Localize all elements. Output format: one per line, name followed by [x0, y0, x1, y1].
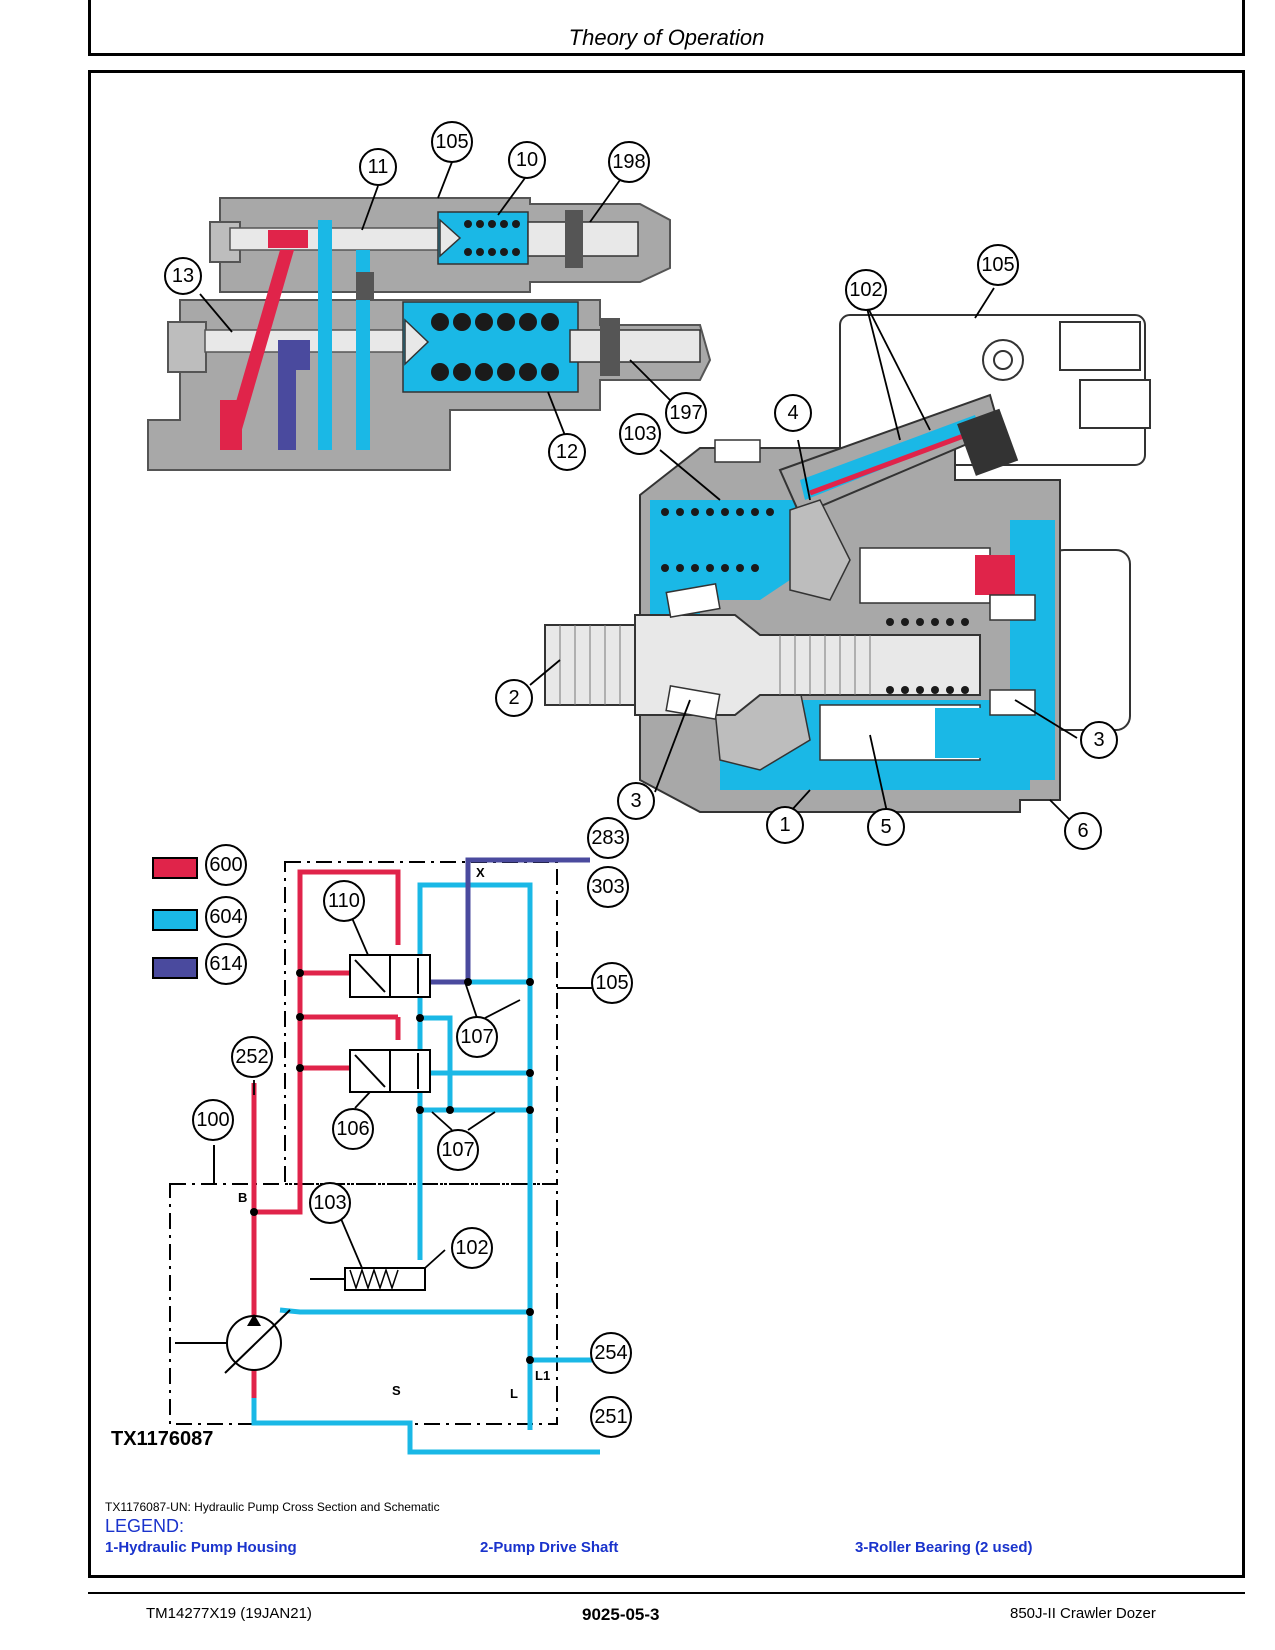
svg-text:11: 11: [368, 156, 389, 178]
callout-103b: 103: [309, 1182, 351, 1224]
legend-item-2: 2-Pump Drive Shaft: [480, 1539, 619, 1556]
callout-1: 1: [766, 806, 804, 844]
svg-text:2: 2: [508, 687, 519, 709]
callout-10: 10: [508, 141, 546, 179]
callout-110: 110: [323, 880, 365, 922]
callout-197: 197: [665, 392, 707, 434]
control-valve-section: [147, 197, 712, 471]
callout-105c: 105: [591, 962, 633, 1004]
port-x: X: [476, 865, 485, 880]
svg-text:604: 604: [209, 906, 242, 928]
callout-614: 614: [205, 943, 247, 985]
callout-3b: 3: [617, 782, 655, 820]
legend-swatch-pressure: [152, 857, 198, 879]
callout-107b: 107: [437, 1129, 479, 1171]
callout-105b: 105: [977, 244, 1019, 286]
svg-text:12: 12: [556, 441, 578, 463]
callout-251: 251: [590, 1396, 632, 1438]
svg-text:197: 197: [669, 402, 702, 424]
figure-id: TX1176087: [111, 1428, 214, 1450]
footer-page-number: 9025-05-3: [582, 1605, 660, 1624]
callout-107a: 107: [456, 1016, 498, 1058]
footer-machine: 850J-II Crawler Dozer: [1010, 1605, 1156, 1622]
pump-cross-section: [544, 314, 1151, 813]
legend-swatch-pilot: [152, 957, 198, 979]
svg-text:251: 251: [594, 1406, 627, 1428]
svg-text:198: 198: [612, 151, 645, 173]
page-title: Theory of Operation: [568, 25, 765, 50]
callout-103a: 103: [619, 413, 661, 455]
port-l: L: [510, 1386, 518, 1401]
callout-106: 106: [332, 1108, 374, 1150]
callout-100: 100: [192, 1099, 234, 1141]
legend-item-3: 3-Roller Bearing (2 used): [855, 1539, 1033, 1556]
figure-frame: [88, 70, 1245, 1578]
callout-102b: 102: [451, 1227, 493, 1269]
callout-12: 12: [548, 433, 586, 471]
svg-text:105: 105: [981, 254, 1014, 276]
footer-divider: [88, 1592, 1245, 1594]
svg-text:4: 4: [787, 402, 798, 424]
figure-caption: TX1176087-UN: Hydraulic Pump Cross Secti…: [105, 1500, 440, 1514]
svg-text:105: 105: [435, 131, 468, 153]
svg-text:303: 303: [591, 876, 624, 898]
legend-item-1: 1-Hydraulic Pump Housing: [105, 1539, 297, 1556]
port-s: S: [392, 1383, 401, 1398]
svg-text:102: 102: [455, 1237, 488, 1259]
footer-doc-id: TM14277X19 (19JAN21): [146, 1605, 312, 1622]
svg-text:3: 3: [630, 790, 641, 812]
svg-text:107: 107: [460, 1026, 493, 1048]
callout-3a: 3: [1080, 721, 1118, 759]
legend-title: LEGEND:: [105, 1516, 185, 1536]
callout-102a: 102: [845, 269, 887, 311]
svg-text:1: 1: [779, 814, 790, 836]
callout-105a: 105: [431, 121, 473, 163]
svg-text:252: 252: [235, 1046, 268, 1068]
callout-303: 303: [587, 866, 629, 908]
svg-text:614: 614: [209, 953, 242, 975]
callout-6: 6: [1064, 812, 1102, 850]
callout-11: 11: [359, 148, 397, 186]
callout-252: 252: [231, 1036, 273, 1078]
svg-text:102: 102: [849, 279, 882, 301]
port-l1: L1: [535, 1368, 550, 1383]
svg-text:10: 10: [516, 149, 538, 171]
port-b: B: [238, 1190, 247, 1205]
callout-5: 5: [867, 808, 905, 846]
svg-text:254: 254: [594, 1342, 627, 1364]
callout-2: 2: [495, 679, 533, 717]
svg-text:3: 3: [1093, 729, 1104, 751]
svg-text:283: 283: [591, 827, 624, 849]
svg-text:103: 103: [623, 423, 656, 445]
svg-text:5: 5: [880, 816, 891, 838]
page-header: Theory of Operation: [88, 0, 1245, 56]
svg-text:106: 106: [336, 1118, 369, 1140]
callout-283: 283: [587, 817, 629, 859]
svg-text:103: 103: [313, 1192, 346, 1214]
callout-254: 254: [590, 1332, 632, 1374]
svg-text:6: 6: [1077, 820, 1088, 842]
svg-text:107: 107: [441, 1139, 474, 1161]
callout-leaders: [199, 161, 1078, 1269]
svg-text:105: 105: [595, 972, 628, 994]
callout-4: 4: [774, 394, 812, 432]
hydraulic-schematic: [152, 857, 600, 1455]
legend-swatch-return: [152, 909, 198, 931]
svg-text:600: 600: [209, 854, 242, 876]
callout-198: 198: [608, 141, 650, 183]
callout-13: 13: [164, 257, 202, 295]
callout-600: 600: [205, 844, 247, 886]
svg-text:100: 100: [196, 1109, 229, 1131]
callout-604: 604: [205, 896, 247, 938]
svg-text:13: 13: [172, 265, 194, 287]
svg-text:110: 110: [328, 890, 360, 912]
